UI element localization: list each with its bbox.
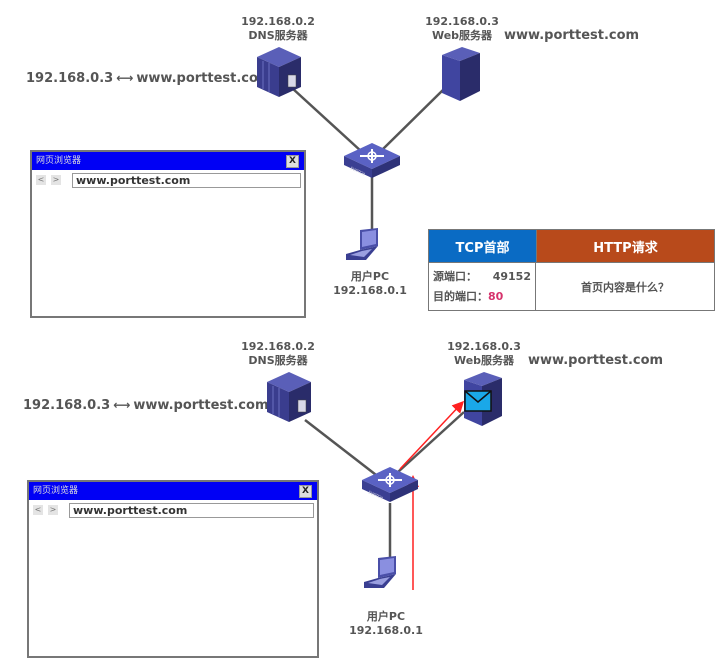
http-request-title: HTTP请求	[537, 230, 714, 262]
user-pc-icon[interactable]	[344, 228, 384, 262]
packet-diagram: TCP首部 HTTP请求 源端口： 49152 目的端口：80 首页内容是什么？	[428, 229, 715, 311]
user-pc-label: 用户PC 192.168.0.1	[346, 610, 426, 638]
web-server-name: Web服务器	[431, 29, 493, 42]
close-button[interactable]: X	[286, 155, 299, 168]
browser-titlebar: 网页浏览器 X	[29, 482, 317, 500]
src-port-row: 源端口： 49152	[433, 267, 531, 287]
src-port-label: 源端口：	[433, 270, 477, 283]
web-server-label: 192.168.0.3 Web服务器	[444, 340, 524, 368]
web-server-ip: 192.168.0.3	[447, 340, 521, 353]
switch-icon[interactable]: SWITCH	[340, 140, 404, 182]
link-dns-switch-top	[291, 87, 363, 153]
dst-port-row: 目的端口：80	[433, 287, 531, 307]
browser-nav-row: < > www.porttest.com	[32, 173, 304, 189]
dns-server-ip: 192.168.0.2	[241, 15, 315, 28]
switch-icon[interactable]: SWITCH	[358, 464, 422, 506]
link-web-switch-bottom	[397, 411, 465, 473]
url-input[interactable]: www.porttest.com	[69, 503, 314, 518]
forward-button[interactable]: >	[51, 175, 61, 185]
dns-server-icon[interactable]	[265, 370, 315, 425]
back-button[interactable]: <	[33, 505, 43, 515]
dns-server-label: 192.168.0.2 DNS服务器	[238, 15, 318, 43]
browser-window-top: 网页浏览器 X < > www.porttest.com	[30, 150, 306, 318]
dns-server-name: DNS服务器	[248, 29, 308, 42]
switch-label: SWITCH	[368, 489, 384, 500]
browser-window-bottom: 网页浏览器 X < > www.porttest.com	[27, 480, 319, 658]
switch-label: SWITCH	[350, 165, 366, 176]
browser-title: 网页浏览器	[36, 156, 82, 166]
web-server-ip: 192.168.0.3	[425, 15, 499, 28]
browser-nav-row: < > www.porttest.com	[29, 503, 317, 519]
http-request-content: 首页内容是什么？	[581, 280, 669, 294]
src-port-value: 49152	[492, 270, 531, 283]
forward-button[interactable]: >	[48, 505, 58, 515]
link-web-switch-top	[381, 87, 446, 151]
envelope-icon	[464, 390, 492, 412]
bidirectional-arrow-icon: ⟷	[113, 398, 131, 412]
close-button[interactable]: X	[299, 485, 312, 498]
web-server-icon[interactable]	[440, 45, 484, 103]
tcp-header-fields: 源端口： 49152 目的端口：80	[429, 263, 536, 310]
dns-record: 192.168.0.3⟷www.porttest.com	[26, 71, 272, 86]
back-button[interactable]: <	[36, 175, 46, 185]
user-pc-name: 用户PC	[366, 610, 406, 623]
dns-record-ip: 192.168.0.3	[23, 398, 111, 413]
user-pc-ip: 192.168.0.1	[333, 284, 407, 297]
dns-server-icon[interactable]	[255, 45, 305, 100]
user-pc-icon[interactable]	[362, 556, 402, 590]
web-server-label: 192.168.0.3 Web服务器	[422, 15, 502, 43]
dst-port-label: 目的端口：	[433, 290, 488, 303]
dns-record-domain: www.porttest.com	[136, 71, 272, 86]
web-server-domain: www.porttest.com	[528, 353, 664, 368]
browser-title: 网页浏览器	[33, 486, 79, 496]
link-dns-switch-bottom	[304, 419, 381, 479]
tcp-header-title: TCP首部	[429, 230, 537, 262]
url-input[interactable]: www.porttest.com	[72, 173, 301, 188]
browser-titlebar: 网页浏览器 X	[32, 152, 304, 170]
dns-record-domain: www.porttest.com	[133, 398, 269, 413]
dns-server-label: 192.168.0.2 DNS服务器	[238, 340, 318, 368]
user-pc-label: 用户PC 192.168.0.1	[330, 270, 410, 298]
dns-record: 192.168.0.3⟷www.porttest.com	[23, 398, 269, 413]
request-arrow-switch-web	[399, 400, 465, 470]
web-server-name: Web服务器	[453, 354, 515, 367]
web-server-domain: www.porttest.com	[504, 28, 640, 43]
user-pc-ip: 192.168.0.1	[349, 624, 423, 637]
user-pc-name: 用户PC	[350, 270, 390, 283]
dst-port-value: 80	[488, 290, 504, 303]
bidirectional-arrow-icon: ⟷	[116, 71, 134, 85]
dns-server-name: DNS服务器	[248, 354, 308, 367]
dns-server-ip: 192.168.0.2	[241, 340, 315, 353]
dns-record-ip: 192.168.0.3	[26, 71, 114, 86]
